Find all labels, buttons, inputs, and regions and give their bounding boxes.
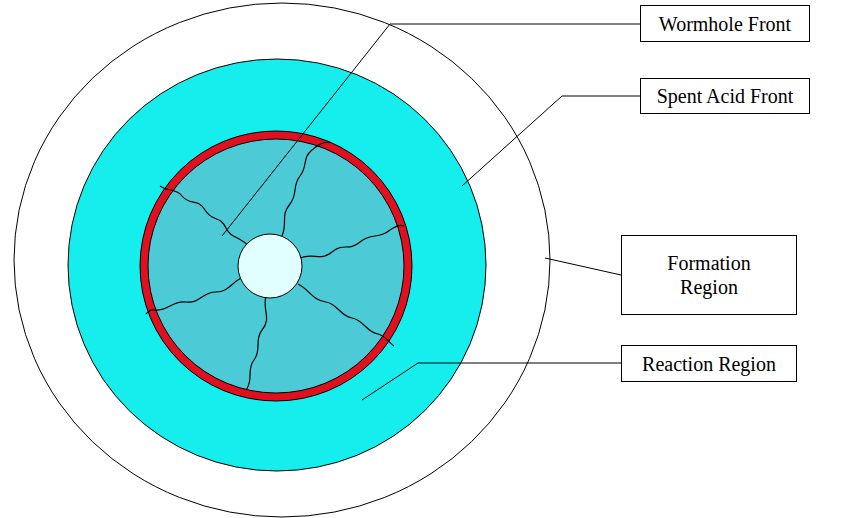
wellbore-circle [238,234,302,298]
wormhole-front-ring [140,131,412,401]
label-text: Formation Region [654,251,764,299]
label-text: Reaction Region [642,352,776,376]
label-box: Wormhole Front [640,5,810,42]
label-text: Spent Acid Front [657,84,794,108]
formation-circle [14,3,550,517]
leader-line [362,363,621,400]
label-text: Wormhole Front [659,12,791,36]
label-box: Formation Region [621,235,797,315]
reaction-disk [148,139,404,393]
spent-acid-ring [68,59,486,471]
leader-lines [222,24,640,400]
leader-line [462,96,640,186]
leader-line [545,258,621,275]
label-box: Spent Acid Front [640,78,810,114]
label-box: Reaction Region [621,345,797,382]
leader-line [222,24,640,236]
wormholes [146,142,404,390]
